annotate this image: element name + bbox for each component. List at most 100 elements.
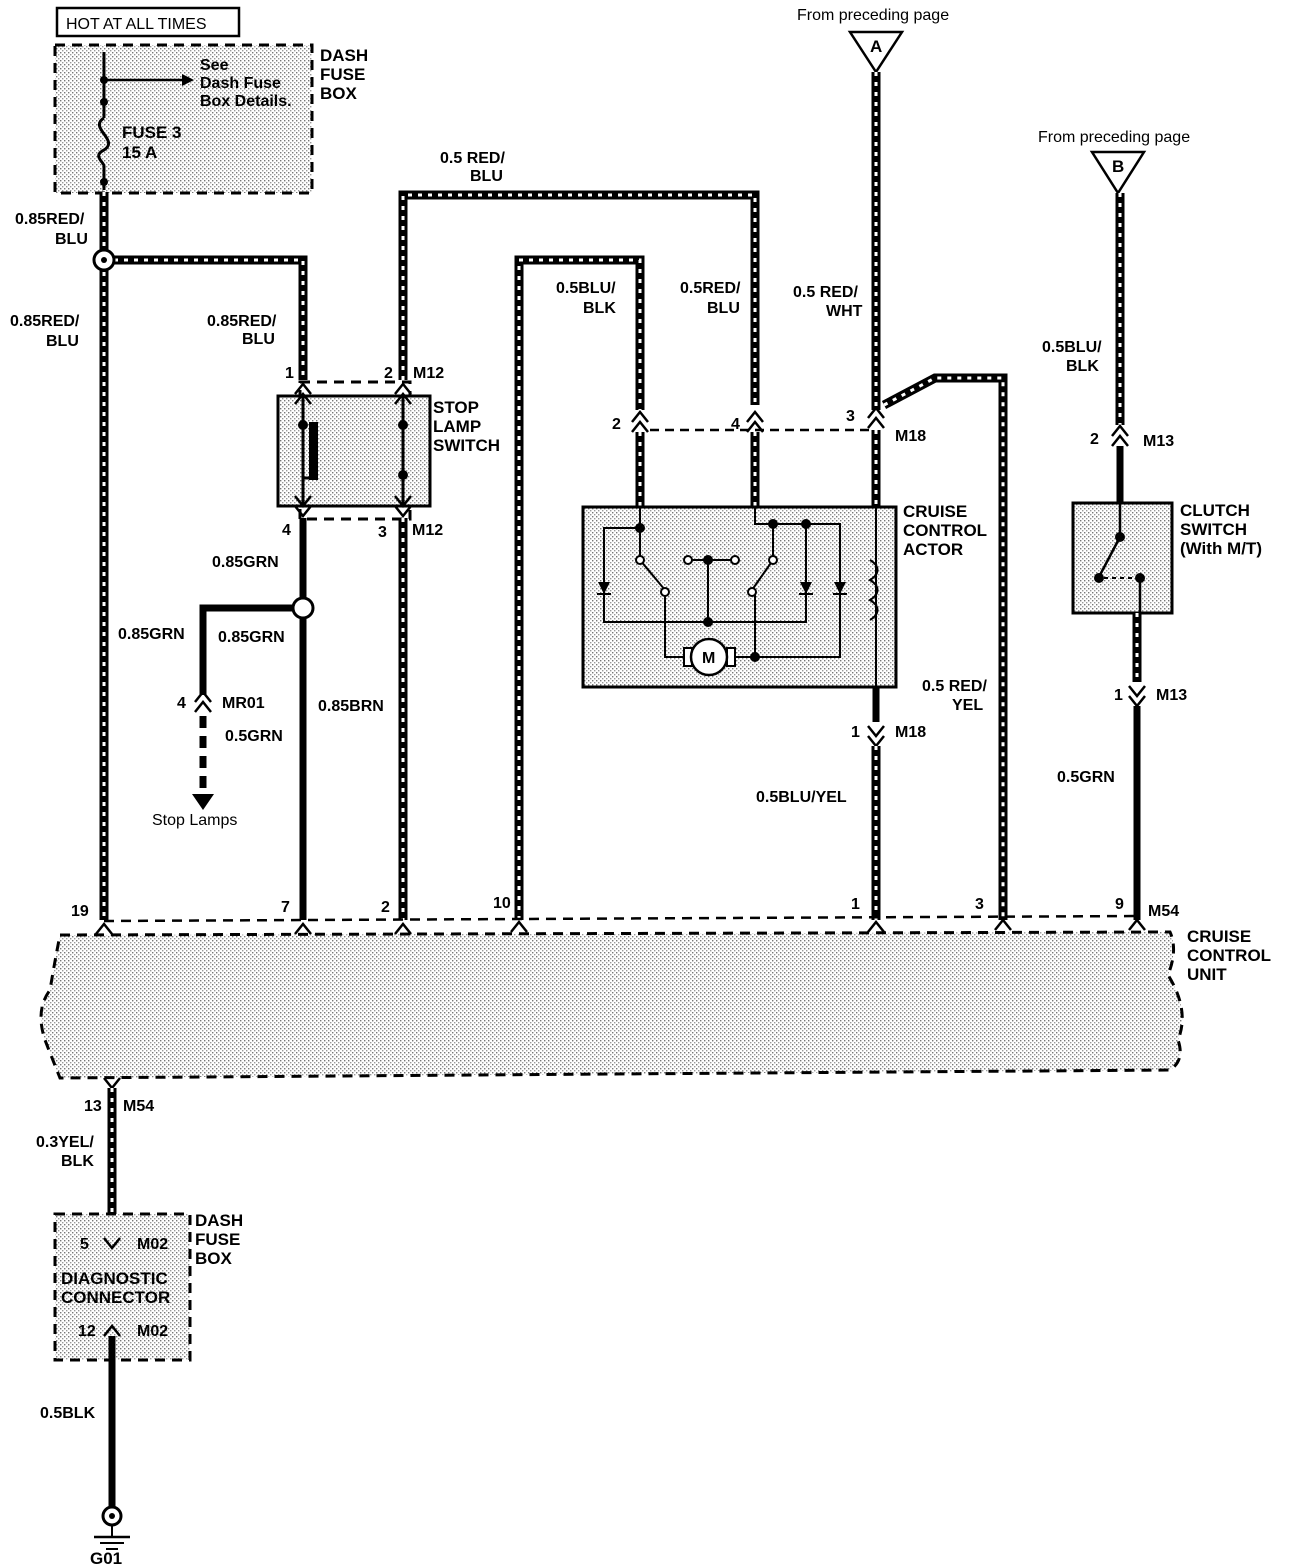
m54-pin-marks — [95, 917, 1146, 935]
wire-label-05blublk-b-1: 0.5BLU/ — [1042, 339, 1102, 356]
diagnostic-connector: DASH FUSE BOX 5 M02 DIAGNOSTIC CONNECTOR… — [53, 1211, 243, 1362]
connector-m13-2-icon — [1111, 423, 1129, 447]
conn-m54: M54 — [1148, 903, 1179, 920]
fuse-label-1: FUSE 3 — [122, 123, 182, 142]
pin-m02-5: 5 — [80, 1236, 89, 1253]
unit-title-2: CONTROL — [1187, 946, 1271, 965]
unit-title-3: UNIT — [1187, 965, 1227, 984]
wire-label-085redblu-mid-1: 0.85RED/ — [207, 313, 277, 330]
wire-label-085redblu-left-1: 0.85RED/ — [10, 313, 80, 330]
wire-label-05blublk-2: BLK — [583, 300, 616, 317]
dash-fuse-title-1: DASH — [320, 46, 368, 65]
wire-label-05grn: 0.5GRN — [225, 728, 283, 745]
pin-m54-13: 13 — [84, 1098, 102, 1115]
conn-m12-bot: M12 — [412, 522, 443, 539]
wire-label-05grn-r: 0.5GRN — [1057, 769, 1115, 786]
wire-label-05redblu-act-1: 0.5RED/ — [680, 280, 741, 297]
wire-label-085grn-c: 0.85GRN — [218, 629, 285, 646]
coil-icon — [868, 559, 879, 621]
dash-fuse-title-3: BOX — [320, 84, 358, 103]
wire-05blublk-loop — [514, 255, 645, 920]
wire-label-085redblu-left-2: BLU — [46, 333, 79, 350]
see-details-3: Box Details. — [200, 93, 292, 110]
wire-label-085grn-b: 0.85GRN — [118, 626, 185, 643]
see-details-2: Dash Fuse — [200, 75, 281, 92]
actor-title-3: ACTOR — [903, 540, 963, 559]
conn-mr01: MR01 — [222, 695, 265, 712]
pin-m18-2: 2 — [612, 416, 621, 433]
wire-label-085grn-a: 0.85GRN — [212, 554, 279, 571]
connector-m02-12-icon — [103, 1323, 121, 1337]
pin-m54-3: 3 — [975, 896, 984, 913]
conn-m13-a: M13 — [1143, 433, 1174, 450]
diode-icon — [800, 582, 812, 594]
offpage-a-letter: A — [870, 37, 882, 56]
stop-lamp-title-1: STOP — [433, 398, 479, 417]
triangle-b-icon — [1089, 150, 1147, 196]
pin-m12-4: 4 — [282, 522, 291, 539]
diag-title-2: CONNECTOR — [61, 1288, 170, 1307]
offpage-b-caption: From preceding page — [1038, 129, 1190, 146]
offpage-b-letter: B — [1112, 157, 1124, 176]
wire-label-05redwht-1: 0.5 RED/ — [793, 284, 858, 301]
pin-m54-2: 2 — [381, 899, 390, 916]
conn-m13-b: M13 — [1156, 687, 1187, 704]
wire-label-05redwht-2: WHT — [826, 303, 863, 320]
switch-contact-icon — [309, 422, 318, 480]
wire-label-085brn: 0.85BRN — [318, 698, 384, 715]
conn-m54-b: M54 — [123, 1098, 154, 1115]
connector-m18-1-icon — [867, 725, 885, 749]
clutch-switch: CLUTCH SWITCH (With M/T) — [1071, 501, 1262, 615]
diode-icon — [834, 582, 846, 594]
connector-m18-3-icon — [867, 405, 885, 429]
diode-icon — [598, 582, 610, 594]
fuse-label-2: 15 A — [122, 143, 157, 162]
pin-mr01: 4 — [177, 695, 186, 712]
pin-m54-1: 1 — [851, 896, 860, 913]
connector-m12-4-icon — [294, 495, 312, 519]
actor-title-1: CRUISE — [903, 502, 967, 521]
connector-m12-1-icon — [294, 381, 312, 405]
pin-m54-19: 19 — [71, 903, 89, 920]
pin-m12-3: 3 — [378, 524, 387, 541]
conn-m18-b: M18 — [895, 724, 926, 741]
dash-fuse2-title-3: BOX — [195, 1249, 233, 1268]
pin-m18-4: 4 — [731, 416, 740, 433]
wire-085grn-branch — [199, 604, 303, 695]
wire-label-085redblu-top-2: BLU — [55, 231, 88, 248]
dash-fuse2-title-1: DASH — [195, 1211, 243, 1230]
cruise-control-actor: CRUISE CONTROL ACTOR — [581, 502, 987, 689]
pin-m12-2: 2 — [384, 365, 393, 382]
pin-m54-9: 9 — [1115, 896, 1124, 913]
wire-label-05blublk-1: 0.5BLU/ — [556, 280, 616, 297]
wire-label-05blk: 0.5BLK — [40, 1405, 96, 1422]
stop-lamp-title-2: LAMP — [433, 417, 481, 436]
splice-joint-grn — [291, 596, 315, 620]
ground-icon — [94, 1505, 130, 1550]
wire-05redyel — [881, 373, 1008, 920]
wire-label-05redblu-top-2: BLU — [470, 168, 503, 185]
wire-label-05redblu-act-2: BLU — [707, 300, 740, 317]
wire-label-03yelblk-2: BLK — [61, 1153, 94, 1170]
wire-label-05redblu-top-1: 0.5 RED/ — [440, 150, 505, 167]
connector-m13-1-icon — [1128, 685, 1146, 709]
pin-m13-1: 1 — [1114, 687, 1123, 704]
arrow-down-icon — [192, 794, 214, 810]
conn-m02-b: M02 — [137, 1323, 168, 1340]
wire-label-085redblu-mid-2: BLU — [242, 331, 275, 348]
offpage-connector-b: From preceding page B — [1038, 129, 1190, 196]
connector-m18-4-icon — [746, 409, 764, 433]
hot-label-text: HOT AT ALL TIMES — [66, 16, 207, 33]
conn-m02-a: M02 — [137, 1236, 168, 1253]
pin-m18-1: 1 — [851, 724, 860, 741]
dash-fuse-box: DASH FUSE BOX See Dash Fuse Box Details.… — [53, 43, 368, 195]
motor-label: M — [702, 650, 715, 667]
clutch-title-1: CLUTCH — [1180, 501, 1250, 520]
dash-fuse-title-2: FUSE — [320, 65, 365, 84]
connector-m12-3-icon — [394, 495, 412, 519]
dash-fuse2-title-2: FUSE — [195, 1230, 240, 1249]
wire-label-05bluyel: 0.5BLU/YEL — [756, 789, 847, 806]
wire-label-05redyel-1: 0.5 RED/ — [922, 678, 987, 695]
wire-label-05redyel-2: YEL — [952, 697, 983, 714]
